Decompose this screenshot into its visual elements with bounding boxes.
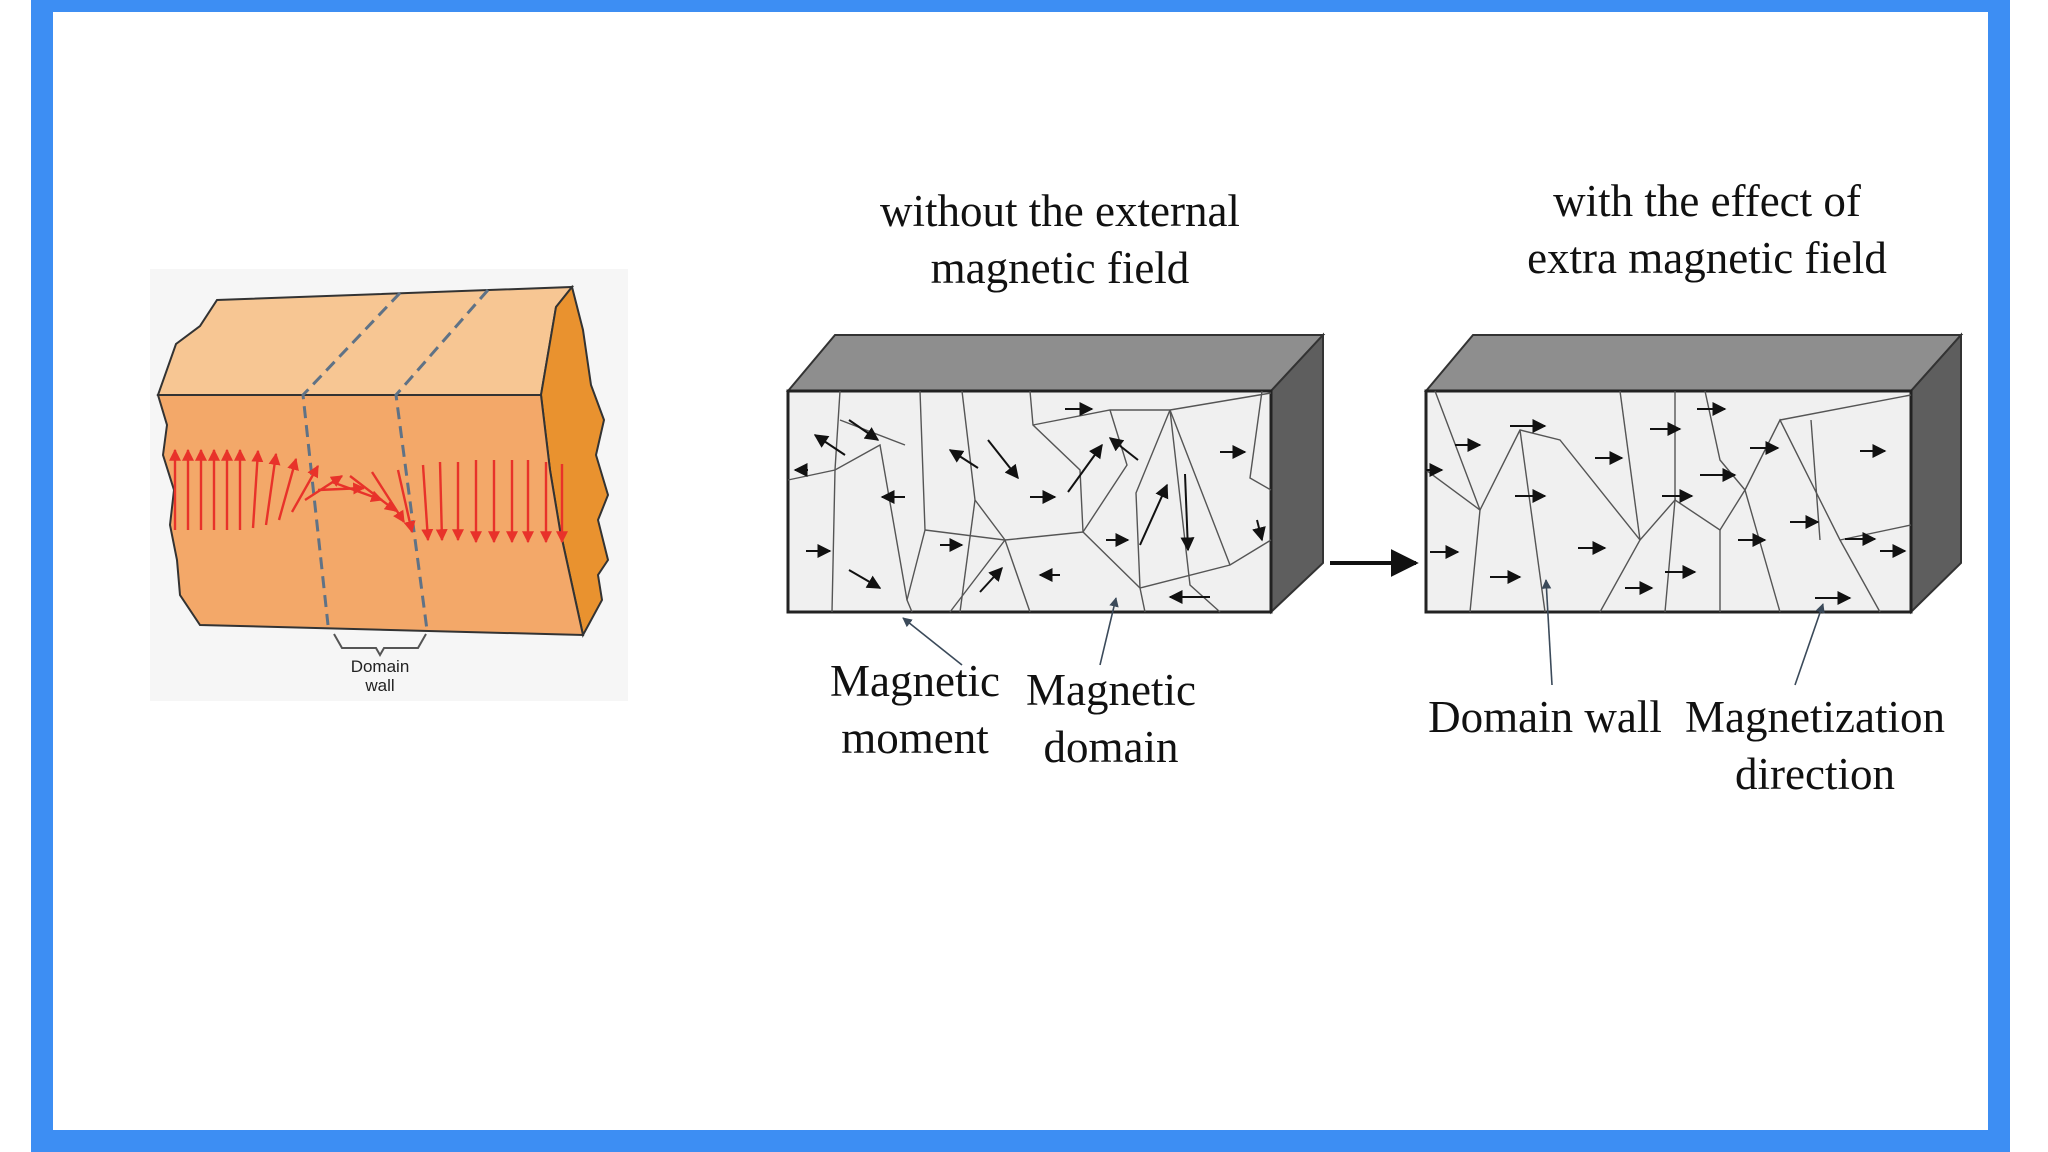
label-magnetization-direction: Magnetization direction (1685, 692, 1945, 799)
label-domain-wall: Domain wall (1428, 692, 1662, 742)
domain-wall-small-label: Domain wall (350, 657, 410, 695)
ferromagnet-block-figure (150, 269, 628, 701)
panel-title-with-field: with the effect of extra magnetic field (1527, 176, 1887, 283)
panel-title-without-field: without the external magnetic field (880, 186, 1240, 293)
label-magnetic-moment: Magnetic moment (830, 656, 1000, 763)
domain-box-with-field (1423, 332, 1964, 686)
label-magnetic-domain: Magnetic domain (1026, 665, 1196, 772)
domain-box-without-field (785, 332, 1326, 666)
magnetic-moment-arrows (169, 448, 568, 544)
